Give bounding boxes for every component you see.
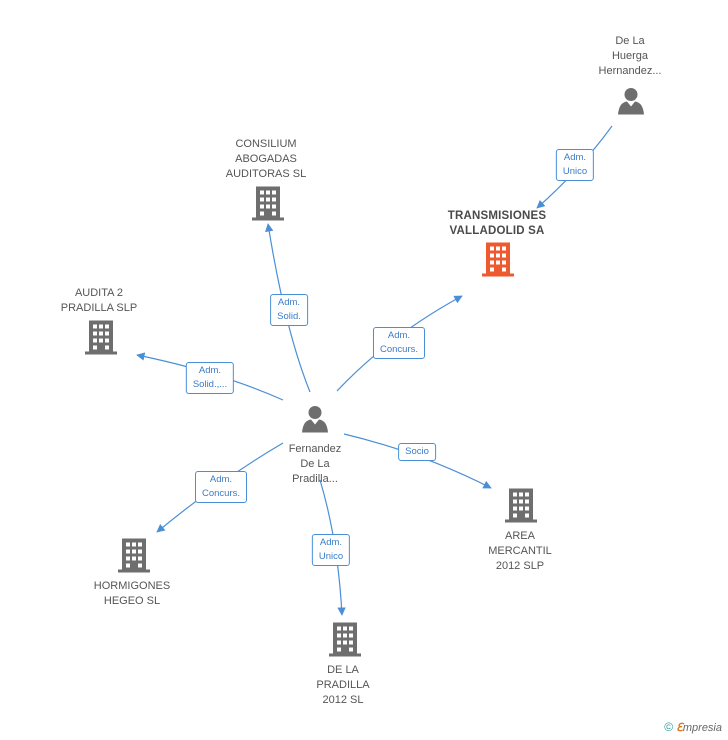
edge-label-main-delapradilla[interactable]: Adm. Unico — [311, 534, 351, 566]
label-line: Hernandez... — [598, 65, 662, 77]
label-line: HORMIGONES — [93, 580, 171, 592]
edge-label-main-hormigones[interactable]: Adm. Concurs. — [194, 471, 248, 503]
tag-line: Socio — [405, 446, 429, 457]
building-icon[interactable] — [117, 538, 151, 579]
label-line: PRADILLA — [316, 679, 370, 691]
person-icon[interactable] — [300, 404, 330, 439]
tag-line: Adm. — [277, 297, 301, 308]
node-label-person-huerga[interactable]: De La Huerga Hernandez... — [599, 34, 662, 79]
node-label-consilium[interactable]: CONSILIUM ABOGADAS AUDITORAS SL — [226, 137, 307, 182]
label-line: Pradilla... — [292, 473, 338, 485]
label-line: DE LA — [327, 664, 359, 676]
edge-label-main-area[interactable]: Socio — [398, 443, 436, 461]
label-line: De La — [615, 35, 645, 47]
building-icon[interactable] — [328, 622, 362, 663]
tag-line: Concurs. — [201, 488, 241, 499]
label-line: 2012 SL — [322, 694, 364, 706]
node-label-hormigones[interactable]: HORMIGONES HEGEO SL — [94, 579, 170, 609]
tag-line: Adm. — [563, 152, 587, 163]
edge-label-huerga-transmisiones[interactable]: Adm. Unico — [555, 149, 595, 181]
edge-label-main-audita[interactable]: Adm. Solid.,... — [185, 362, 235, 394]
tag-line: Concurs. — [379, 344, 419, 355]
label-line: PRADILLA SLP — [60, 302, 138, 314]
label-line: Huerga — [611, 50, 649, 62]
node-label-transmisiones[interactable]: TRANSMISIONES VALLADOLID SA — [448, 209, 546, 239]
label-line: De La — [300, 458, 330, 470]
label-line: MERCANTIL — [488, 545, 552, 557]
label-line: Fernandez — [288, 443, 342, 455]
tag-line: Adm. — [319, 537, 343, 548]
building-icon[interactable] — [84, 320, 118, 361]
brand-initial: ℇ — [676, 721, 683, 734]
label-line: HEGEO SL — [103, 595, 161, 607]
building-icon[interactable] — [504, 488, 538, 529]
node-label-area[interactable]: AREA MERCANTIL 2012 SLP — [488, 529, 552, 574]
node-label-audita[interactable]: AUDITA 2 PRADILLA SLP — [61, 286, 137, 316]
tag-line: Unico — [318, 551, 344, 562]
tag-line: Adm. — [209, 474, 233, 485]
building-icon[interactable] — [251, 186, 285, 227]
tag-line: Unico — [562, 166, 588, 177]
label-line: AUDITA 2 — [74, 287, 124, 299]
brand-watermark: © ℇmpresia — [664, 720, 722, 734]
label-line: CONSILIUM — [235, 138, 297, 150]
edge-label-main-transmisiones[interactable]: Adm. Concurs. — [372, 327, 426, 359]
tag-line: Solid.,... — [192, 379, 228, 390]
label-line: AREA — [505, 530, 535, 542]
label-line: VALLADOLID SA — [449, 225, 545, 237]
label-line: AUDITORAS SL — [225, 168, 307, 180]
tag-line: Adm. — [198, 365, 222, 376]
label-line: ABOGADAS — [235, 153, 297, 165]
person-icon[interactable] — [616, 86, 646, 121]
building-icon-focus[interactable] — [481, 242, 515, 283]
node-label-person-main[interactable]: Fernandez De La Pradilla... — [289, 442, 342, 487]
tag-line: Solid. — [277, 311, 301, 322]
node-label-delapradilla[interactable]: DE LA PRADILLA 2012 SL — [316, 663, 369, 708]
brand-name: mpresia — [682, 722, 722, 734]
copyright-icon: © — [664, 720, 674, 734]
label-line: 2012 SLP — [495, 560, 545, 572]
label-line: TRANSMISIONES — [447, 210, 547, 222]
edge-label-main-consilium[interactable]: Adm. Solid. — [270, 294, 308, 326]
tag-line: Adm. — [387, 330, 411, 341]
